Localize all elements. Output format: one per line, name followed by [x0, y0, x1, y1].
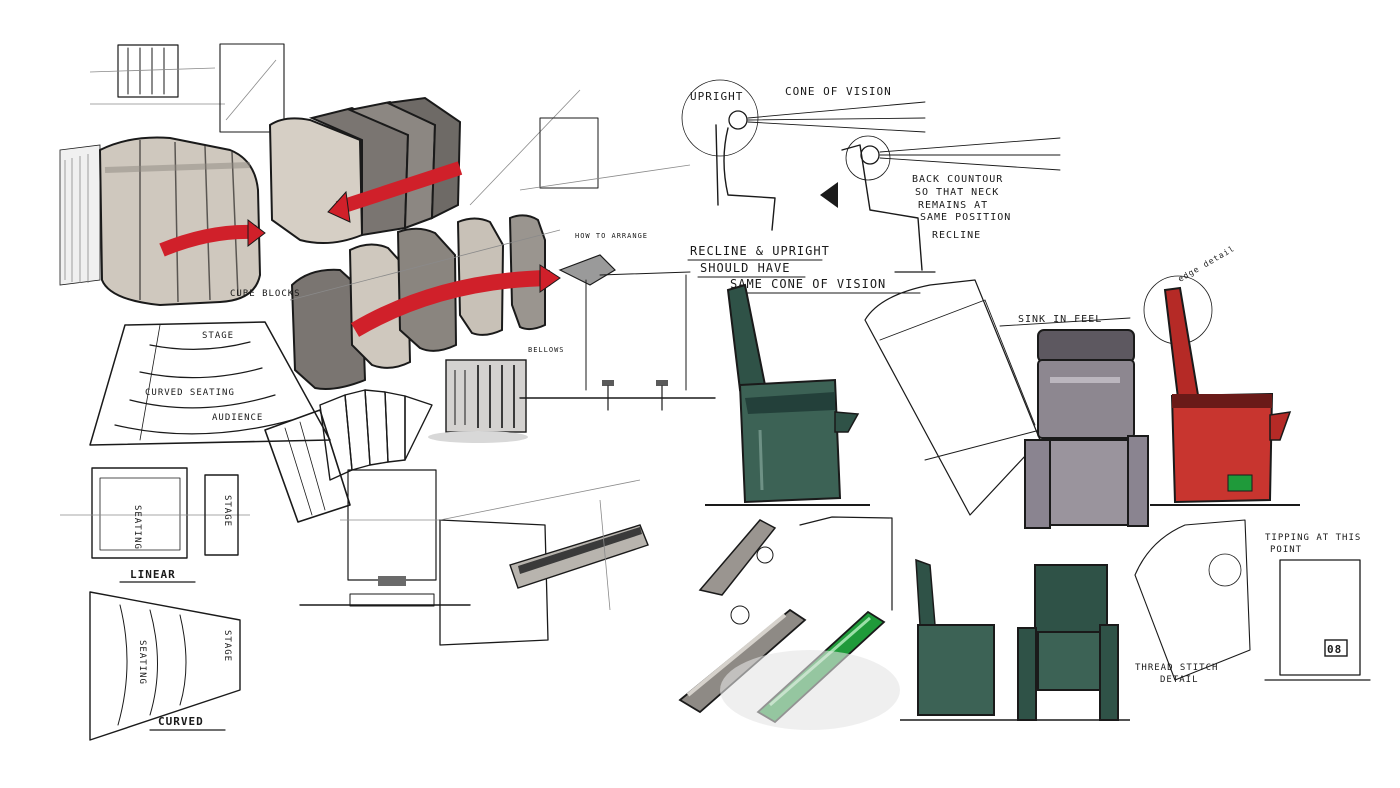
back-contour-label-1: BACK COUNTOUR — [912, 174, 1003, 185]
seat-mechanism-sketch: HOW TO ARRANGE — [299, 117, 716, 646]
cube-blocks-label: CUBE BLOCKS — [230, 289, 301, 299]
tipping-detail-sketch: TIPPING AT THIS POINT 08 THREAD STITCH D… — [1134, 519, 1371, 685]
seating-label-linear: SEATING — [132, 505, 142, 550]
back-contour-label-2: SO THAT NECK — [915, 187, 999, 198]
auditorium-plan-linear: SEATING STAGE LINEAR — [60, 467, 250, 583]
gray-seat-front-render: SINK IN FEEL — [999, 314, 1149, 529]
cone-of-vision-label: CONE OF VISION — [785, 85, 892, 98]
auditorium-plan-curved-top: STAGE CURVED SEATING AUDIENCE — [89, 321, 331, 446]
accordion-sketch: BELLOWS — [264, 346, 565, 523]
back-contour-label-4: SAME POSITION — [920, 212, 1011, 223]
tipping-label-2: POINT — [1270, 545, 1302, 555]
green-seat-side-render — [705, 283, 870, 506]
seat-number-plate: 08 — [1327, 643, 1342, 656]
tipping-label-1: TIPPING AT THIS — [1265, 533, 1361, 543]
curved-seating-label: CURVED SEATING — [145, 388, 235, 398]
chair-outline-sketch — [864, 279, 1041, 516]
recline-upright-label-3: SAME CONE OF VISION — [730, 277, 886, 291]
recline-label: RECLINE — [932, 230, 981, 241]
stage-label-linear: STAGE — [222, 495, 232, 527]
stage-label-top: STAGE — [202, 331, 234, 341]
thread-detail-label-1: THREAD STITCH — [1135, 663, 1218, 673]
edge-detail-label: edge detail — [1177, 244, 1237, 284]
curved-label: CURVED — [158, 715, 204, 728]
cone-of-vision-diagram: UPRIGHT CONE OF VISION BACK COUNTOUR SO … — [681, 79, 1061, 294]
red-seat-side-render: edge detail — [1143, 244, 1300, 506]
linear-label: LINEAR — [130, 568, 176, 581]
audience-label: AUDIENCE — [212, 413, 263, 423]
how-to-arrange-label: HOW TO ARRANGE — [575, 232, 648, 240]
bellows-label: BELLOWS — [528, 346, 565, 354]
auditorium-plan-curved-bottom: SEATING STAGE CURVED — [89, 591, 241, 741]
recline-upright-label-1: RECLINE & UPRIGHT — [690, 244, 830, 258]
sink-in-feel-label: SINK IN FEEL — [1018, 314, 1102, 325]
cube-blocks-sketch: CUBE BLOCKS — [59, 43, 581, 390]
green-seat-small-renders — [900, 558, 1130, 721]
upright-label: UPRIGHT — [690, 90, 743, 103]
back-contour-label-3: REMAINS AT — [918, 200, 988, 211]
armrest-detail-renders — [678, 516, 900, 730]
seating-label-curved: SEATING — [137, 640, 147, 685]
thread-detail-label-2: DETAIL — [1160, 675, 1199, 685]
recline-upright-label-2: SHOULD HAVE — [700, 261, 790, 275]
stage-label-curved: STAGE — [222, 630, 232, 662]
